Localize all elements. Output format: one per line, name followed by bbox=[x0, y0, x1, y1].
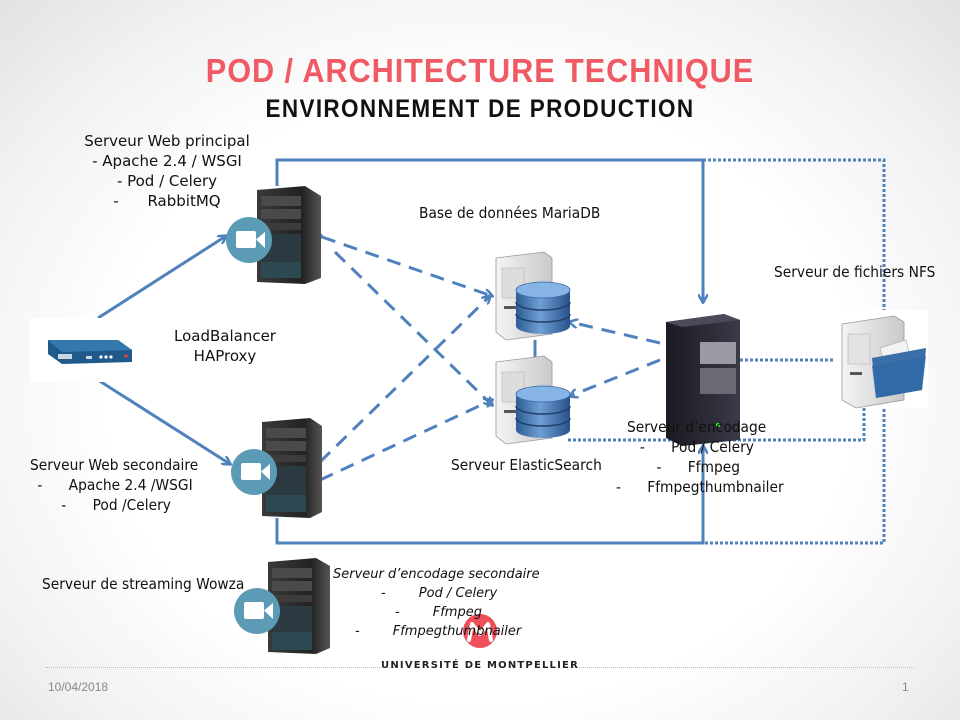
encodage-line: - Pod / Celery bbox=[639, 438, 754, 456]
server-tower-web-principal-icon[interactable] bbox=[257, 186, 321, 284]
slide-subtitle: ENVIRONNEMENT DE PRODUCTION bbox=[265, 95, 695, 123]
dashed-connectors bbox=[318, 237, 661, 482]
encodage-secondaire-line: - Pod / Celery bbox=[381, 586, 498, 601]
loadbalancer-label: LoadBalancer HAProxy bbox=[170, 326, 280, 366]
load-balancer-icon[interactable] bbox=[30, 318, 138, 382]
server-tower-web-secondaire-icon[interactable] bbox=[262, 418, 322, 518]
connector-encodage-elastic bbox=[570, 358, 661, 396]
database-server-mariadb-icon[interactable] bbox=[495, 251, 571, 341]
connector-web-principal-to-encodage bbox=[275, 158, 703, 302]
connector-web2-elastic bbox=[319, 400, 492, 482]
encodage-label: Serveur d’encodage - Pod / Celery - Ffmp… bbox=[616, 417, 784, 497]
video-camera-icon bbox=[234, 588, 280, 634]
loadbalancer-line: LoadBalancer bbox=[174, 327, 276, 345]
mariadb-label: Base de données MariaDB bbox=[419, 204, 601, 222]
database-server-elasticsearch-icon[interactable] bbox=[495, 355, 571, 445]
footer-divider bbox=[46, 667, 394, 668]
slide-title: POD / ARCHITECTURE TECHNIQUE bbox=[205, 52, 755, 89]
encodage-line: - Ffmpegthumbnailer bbox=[615, 478, 784, 496]
web-principal-title: Serveur Web principal bbox=[84, 132, 250, 150]
connector-web1-mariadb bbox=[322, 237, 492, 296]
footer-university: UNIVERSITÉ DE MONTPELLIER bbox=[381, 660, 579, 671]
footer-page-number: 1 bbox=[902, 680, 909, 694]
connector-encodage-mariadb bbox=[570, 322, 661, 345]
video-camera-icon bbox=[231, 449, 277, 495]
web-principal-label: Serveur Web principal - Apache 2.4 / WSG… bbox=[72, 131, 262, 211]
connector-lb-to-web-principal bbox=[97, 236, 226, 320]
web-secondaire-label: Serveur Web secondaire - Apache 2.4 /WSG… bbox=[30, 455, 198, 515]
university-logo-icon bbox=[463, 614, 497, 648]
connector-elastic-nfs bbox=[568, 408, 866, 442]
web-secondaire-title: Serveur Web secondaire bbox=[30, 456, 199, 474]
footer-date: 10/04/2018 bbox=[48, 680, 109, 694]
encodage-title: Serveur d’encodage bbox=[627, 418, 767, 436]
file-server-nfs-icon[interactable] bbox=[836, 310, 928, 409]
streaming-label: Serveur de streaming Wowza bbox=[42, 575, 245, 593]
solid-connectors bbox=[97, 158, 703, 545]
connector-lb-to-web-secondaire bbox=[97, 378, 230, 464]
encodage-secondaire-line: - Ffmpeg bbox=[395, 605, 482, 620]
encodage-line: - Ffmpeg bbox=[656, 458, 741, 476]
encodage-secondaire-title: Serveur d’encodage secondaire bbox=[333, 567, 540, 582]
web-secondaire-line: - Apache 2.4 /WSGI bbox=[37, 476, 193, 494]
server-tower-streaming-icon[interactable] bbox=[268, 558, 330, 654]
web-secondaire-line: - Pod /Celery bbox=[61, 496, 171, 514]
elasticsearch-label: Serveur ElasticSearch bbox=[451, 456, 602, 474]
web-principal-line: - RabbitMQ bbox=[113, 192, 221, 210]
video-camera-icon bbox=[226, 217, 272, 263]
connector-web2-mariadb bbox=[318, 296, 490, 464]
server-encodage-icon[interactable] bbox=[666, 314, 740, 446]
encodage-secondaire-label: Serveur d’encodage secondaire - Pod / Ce… bbox=[333, 565, 540, 641]
web-principal-line: - Pod / Celery bbox=[116, 172, 218, 190]
encodage-secondaire-line: - Ffmpegthumbnailer bbox=[355, 624, 522, 639]
connector-web-secondaire-to-encodage bbox=[275, 446, 703, 545]
connector-web1-elastic bbox=[333, 250, 492, 405]
nfs-label: Serveur de fichiers NFS bbox=[774, 263, 936, 281]
web-principal-line: - Apache 2.4 / WSGI bbox=[92, 152, 242, 170]
loadbalancer-line: HAProxy bbox=[193, 347, 257, 365]
footer-divider bbox=[566, 667, 914, 668]
